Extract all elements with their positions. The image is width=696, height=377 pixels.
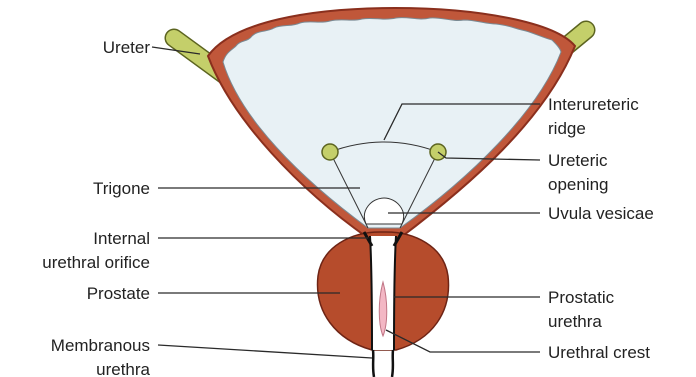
left-ureteric-opening — [322, 144, 338, 160]
label-interureteric-ridge-line1: Interureteric — [548, 95, 639, 114]
label-prostate: Prostate — [87, 284, 150, 303]
membranous-urethra-leader — [158, 345, 372, 358]
label-uvula-vesicae: Uvula vesicae — [548, 204, 654, 223]
label-ureteric-opening-line2: opening — [548, 175, 609, 194]
label-ureter: Ureter — [103, 38, 151, 57]
label-internal-urethral-orifice-line1: Internal — [93, 229, 150, 248]
membranous-urethra — [373, 350, 393, 377]
label-ureteric-opening-line1: Ureteric — [548, 151, 608, 170]
label-interureteric-ridge-line2: ridge — [548, 119, 586, 138]
label-prostatic-urethra-line1: Prostatic — [548, 288, 615, 307]
label-membranous-urethra-line2: urethra — [96, 360, 150, 377]
label-membranous-urethra-line1: Membranous — [51, 336, 150, 355]
label-internal-urethral-orifice-line2: urethral orifice — [42, 253, 150, 272]
label-urethral-crest: Urethral crest — [548, 343, 650, 362]
label-trigone: Trigone — [93, 179, 150, 198]
label-prostatic-urethra-line2: urethra — [548, 312, 602, 331]
